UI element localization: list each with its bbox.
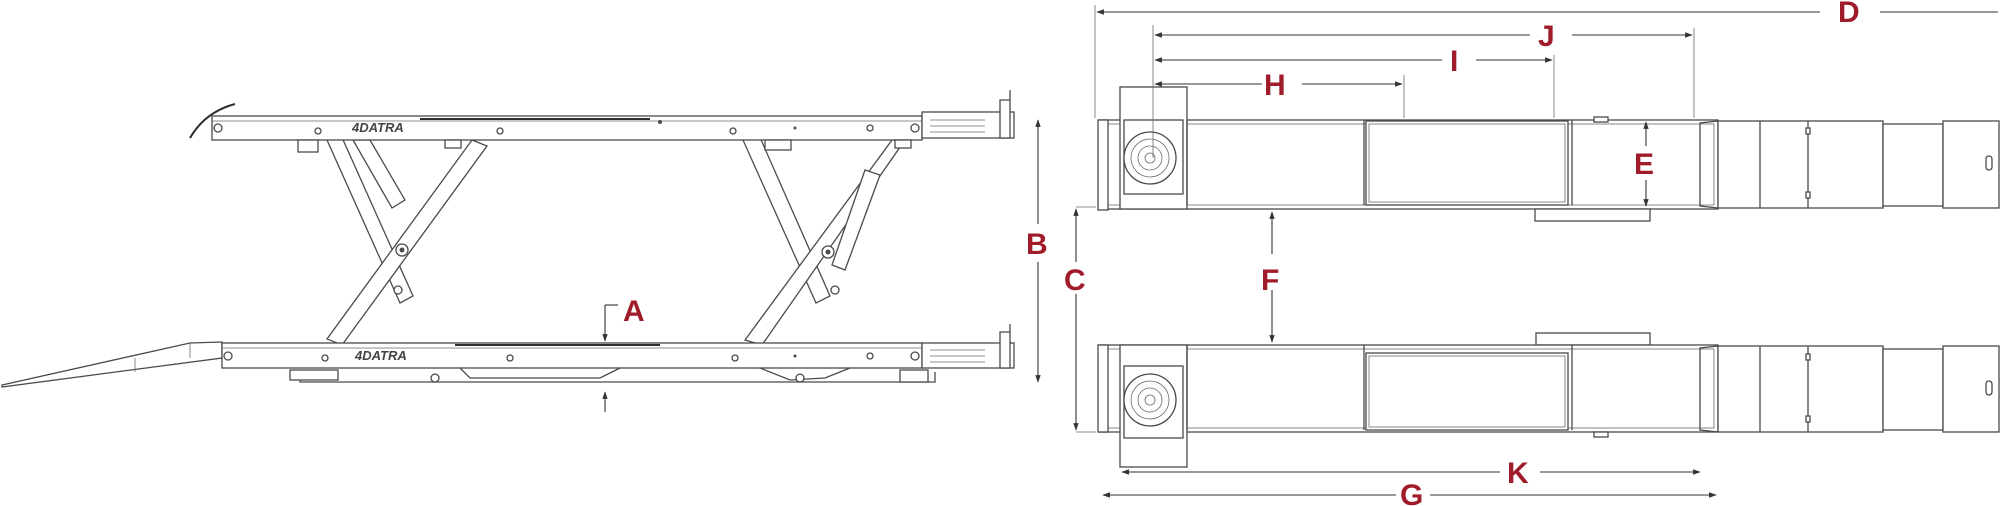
label-k: K [1507,457,1529,490]
label-h: H [1264,69,1286,102]
top-view: D J I H E C [1064,0,2000,506]
label-e: E [1634,148,1654,181]
dimension-i: I [1154,45,1553,78]
dimension-c: C [1064,208,1086,431]
scissor-arms [325,132,907,346]
bottom-ramp-extension [1699,345,2000,433]
approach-ramp [1,341,223,388]
label-j: J [1538,20,1555,53]
top-runway-plan [1097,86,1719,222]
dimension-e: E [1634,121,1654,207]
dimension-a: A [602,295,645,412]
label-c: C [1064,264,1086,297]
top-ramp-extension [1699,120,2000,209]
label-i: I [1450,45,1458,78]
side-view: 4DATRA 4DATRA [1,90,1048,412]
dimension-f: F [1261,211,1279,343]
label-f: F [1261,264,1279,297]
dimension-k: K [1121,457,1701,490]
bottom-runway: 4DATRA [221,324,1015,383]
dimension-d: D [1096,0,1998,29]
bottom-runway-logo: 4DATRA [354,348,407,363]
hinge-arc [189,103,236,139]
dimension-j: J [1154,20,1693,53]
dimension-g: G [1102,479,1717,506]
top-runway-logo: 4DATRA [351,120,404,135]
label-a: A [623,295,645,328]
label-b: B [1026,228,1048,261]
dimension-b: B [1026,119,1048,383]
dimension-h: H [1154,69,1403,102]
top-runway: 4DATRA [211,90,1015,153]
label-g: G [1400,479,1423,506]
bottom-runway-plan [1097,332,1719,468]
label-d: D [1838,0,1860,29]
witness-lines [1076,5,1695,433]
